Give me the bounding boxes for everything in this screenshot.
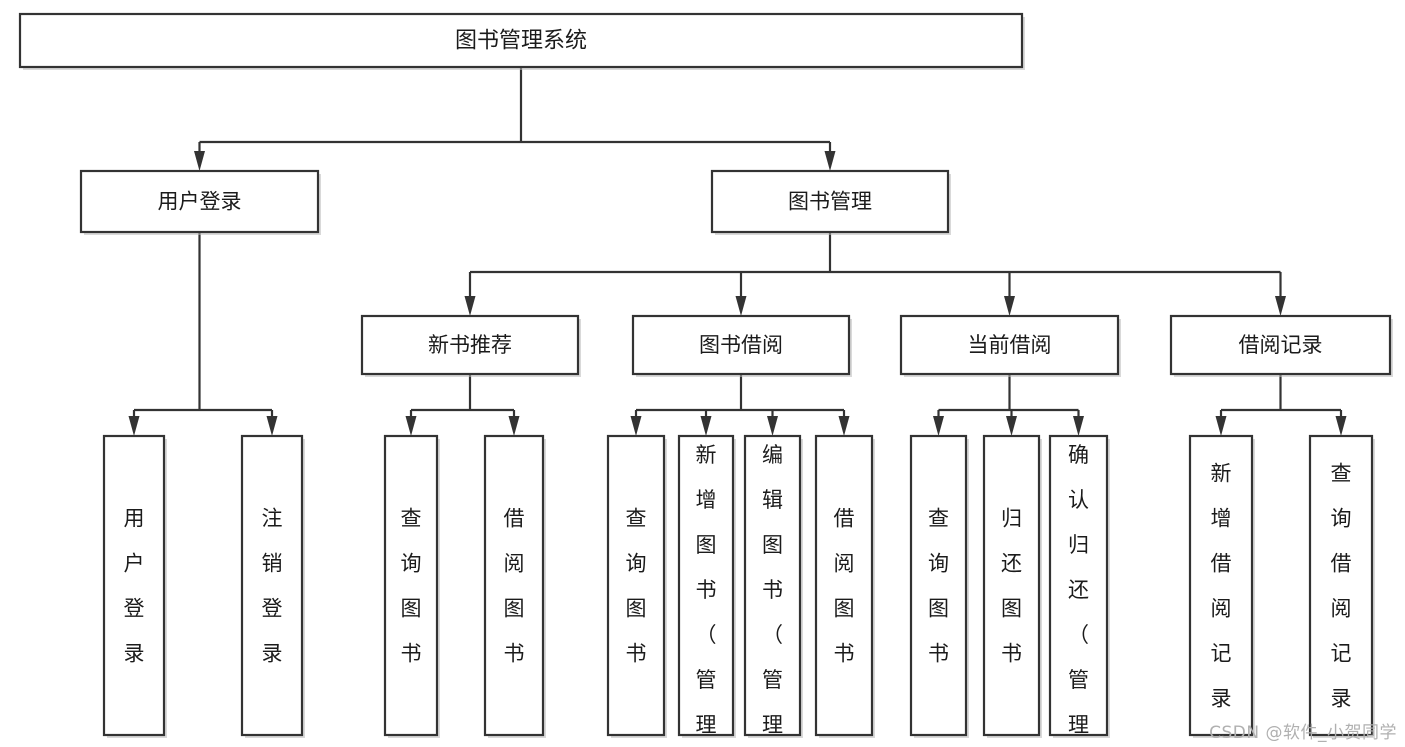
node-leaf-9[interactable]: 归还图书 [982, 434, 1042, 738]
node-label-查询图书: 查询图书 [928, 507, 949, 666]
node-box[interactable] [1048, 434, 1109, 737]
node-box[interactable] [383, 434, 439, 737]
node-layer: 图书管理系统用户登录图书管理新书推荐图书借阅当前借阅借阅记录用户登录注销登录查询… [18, 12, 1393, 747]
node-leaf-8[interactable]: 查询图书 [909, 434, 969, 738]
arrow-head-g2-0 [630, 416, 642, 436]
node-label-注销登录: 注销登录 [262, 507, 283, 666]
arrow-head-root-1 [824, 151, 836, 171]
node-box[interactable] [1169, 314, 1392, 376]
node-level2-0[interactable]: 用户登录 [79, 169, 321, 235]
arrow-head-mgmt-1 [735, 296, 747, 316]
node-leaf-6[interactable]: 编辑图书（管理员） [743, 434, 803, 747]
arrow-head-g2-2 [767, 416, 778, 436]
node-box[interactable] [743, 434, 802, 737]
arrow-head-g4-1 [1335, 416, 1347, 436]
node-box[interactable] [710, 169, 950, 234]
arrow-head-g3-1 [1006, 416, 1017, 436]
node-leaf-4[interactable]: 查询图书 [606, 434, 667, 738]
node-box[interactable] [1188, 434, 1254, 737]
node-box[interactable] [79, 169, 320, 234]
node-leaf-5[interactable]: 新增图书（管理员） [677, 434, 736, 747]
node-label-新增图书管理员: 新增图书（管理员） [696, 443, 717, 747]
node-leaf-10[interactable]: 确认归还（管理员） [1048, 434, 1110, 747]
node-label-查询借阅记录: 查询借阅记录 [1331, 462, 1352, 711]
node-label-图书借阅: 图书借阅 [699, 333, 783, 357]
node-leaf-0[interactable]: 用户登录 [102, 434, 167, 738]
node-box[interactable] [360, 314, 580, 376]
node-box[interactable] [18, 12, 1024, 69]
connector-layer [128, 67, 1347, 436]
node-leaf-12[interactable]: 查询借阅记录 [1308, 434, 1375, 738]
arrow-head-g4-0 [1215, 416, 1227, 436]
node-box[interactable] [909, 434, 968, 737]
node-leaf-2[interactable]: 查询图书 [383, 434, 440, 738]
node-label-用户登录: 用户登录 [158, 190, 242, 214]
node-leaf-1[interactable]: 注销登录 [240, 434, 305, 738]
node-box[interactable] [814, 434, 874, 737]
arrow-head-g2-1 [700, 416, 712, 436]
node-level3-0[interactable]: 新书推荐 [360, 314, 581, 377]
node-level3-1[interactable]: 图书借阅 [631, 314, 852, 377]
node-box[interactable] [899, 314, 1120, 376]
node-label-确认归还管理员: 确认归还（管理员） [1068, 443, 1089, 747]
arrow-head-g3-0 [933, 416, 944, 436]
node-label-借阅记录: 借阅记录 [1239, 333, 1323, 357]
node-box[interactable] [982, 434, 1041, 737]
node-label-图书管理系统: 图书管理系统 [455, 29, 587, 54]
node-root-0[interactable]: 图书管理系统 [18, 12, 1025, 70]
arrow-head-mgmt-0 [464, 296, 476, 316]
arrow-head-root-0 [194, 151, 205, 171]
watermark-text: CSDN @软件_小贺同学 [1209, 723, 1397, 743]
node-label-借阅图书: 借阅图书 [834, 507, 855, 666]
arrow-head-g2-3 [838, 416, 850, 436]
arrow-head-g0-0 [128, 416, 140, 436]
arrow-head-mgmt-2 [1004, 296, 1015, 316]
node-label-新增借阅记录: 新增借阅记录 [1211, 462, 1232, 711]
arrow-head-mgmt-3 [1275, 296, 1286, 316]
node-box[interactable] [677, 434, 735, 737]
node-label-新书推荐: 新书推荐 [428, 333, 512, 357]
node-box[interactable] [102, 434, 166, 737]
node-label-图书管理: 图书管理 [788, 190, 872, 214]
node-leaf-3[interactable]: 借阅图书 [483, 434, 546, 738]
node-label-归还图书: 归还图书 [1001, 507, 1022, 666]
node-level3-3[interactable]: 借阅记录 [1169, 314, 1393, 377]
arrow-head-g1-1 [508, 416, 520, 436]
node-box[interactable] [631, 314, 851, 376]
node-label-借阅图书: 借阅图书 [504, 507, 525, 666]
arrow-head-g1-0 [405, 416, 417, 436]
node-leaf-7[interactable]: 借阅图书 [814, 434, 875, 738]
node-label-编辑图书管理员: 编辑图书（管理员） [762, 443, 783, 747]
node-box[interactable] [1308, 434, 1374, 737]
node-level3-2[interactable]: 当前借阅 [899, 314, 1121, 377]
node-label-查询图书: 查询图书 [626, 507, 647, 666]
arrow-head-g0-1 [266, 416, 278, 436]
node-leaf-11[interactable]: 新增借阅记录 [1188, 434, 1255, 738]
node-label-用户登录: 用户登录 [124, 507, 145, 666]
node-label-当前借阅: 当前借阅 [968, 333, 1052, 357]
node-box[interactable] [240, 434, 304, 737]
node-box[interactable] [483, 434, 545, 737]
node-level2-1[interactable]: 图书管理 [710, 169, 951, 235]
node-box[interactable] [606, 434, 666, 737]
node-label-查询图书: 查询图书 [401, 507, 422, 666]
arrow-head-g3-2 [1073, 416, 1084, 436]
